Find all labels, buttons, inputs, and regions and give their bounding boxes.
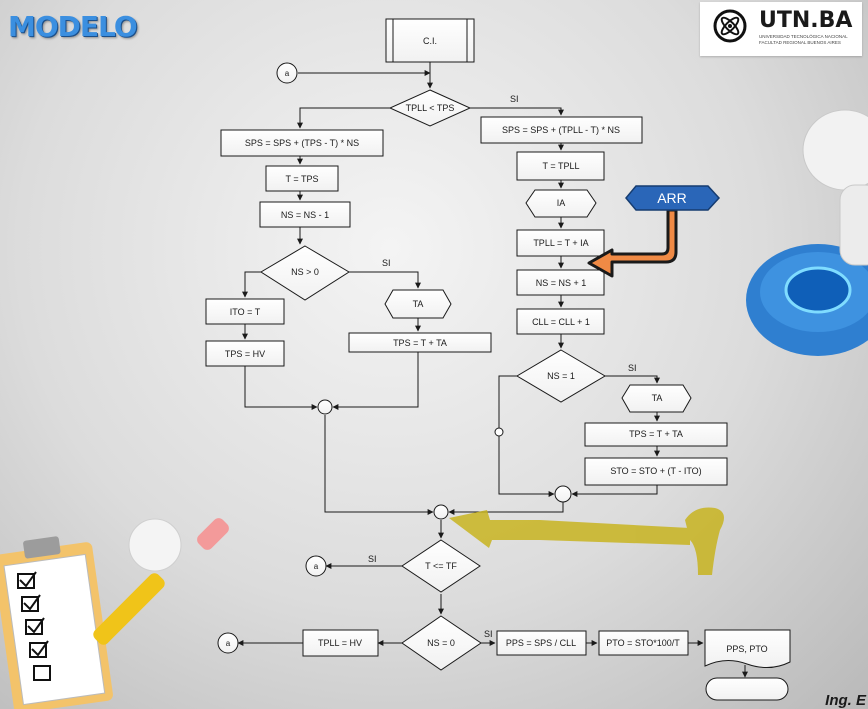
process-t-tpll — [516, 151, 605, 181]
process-ito — [205, 298, 285, 325]
text-connector-a-top: a — [285, 69, 290, 78]
text-connector-a-mid: a — [314, 562, 319, 571]
arr-label: ARR — [657, 190, 687, 206]
decision-tpll-tps — [388, 89, 472, 127]
process-ns-plus — [516, 269, 605, 296]
figure-right-decoration — [746, 109, 868, 356]
si-label-tf: SI — [368, 554, 377, 564]
arr-hexagon — [625, 185, 721, 211]
text-tpll-ia: TPLL = T + IA — [533, 238, 588, 248]
process-pto — [598, 630, 689, 656]
text-ns-plus: NS = NS + 1 — [536, 278, 587, 288]
text-ns-gt-0: NS > 0 — [291, 267, 319, 277]
process-sps-right — [480, 116, 643, 144]
process-ns-minus — [259, 201, 351, 228]
text-output: PPS, PTO — [726, 644, 767, 654]
si-label-ns-eq1: SI — [628, 363, 637, 373]
process-tps-ta-right — [584, 422, 728, 447]
process-t-tps — [265, 165, 339, 192]
yellow-hand-arrow — [449, 507, 724, 575]
logo-subtitle-line2: FACULTAD REGIONAL BUENOS AIRES — [759, 40, 841, 45]
text-pps: PPS = SPS / CLL — [506, 638, 576, 648]
text-t-le-tf: T <= TF — [425, 561, 457, 571]
hex-ta-left — [384, 289, 452, 319]
text-ta-right: TA — [652, 393, 663, 403]
text-t-tpll: T = TPLL — [543, 161, 580, 171]
text-tps-ta-right: TPS = T + TA — [629, 429, 683, 439]
text-connector-a-bottom: a — [226, 639, 231, 648]
connector-a-bottom — [217, 632, 239, 654]
text-tps-hv: TPS = HV — [225, 349, 265, 359]
junction-dot — [494, 427, 504, 437]
output-document — [704, 629, 791, 668]
text-ns-eq-1: NS = 1 — [547, 371, 575, 381]
connector-a-mid — [305, 555, 327, 577]
text-ito: ITO = T — [230, 307, 261, 317]
text-t-tps: T = TPS — [286, 174, 319, 184]
decision-ns-eq-1 — [516, 349, 606, 403]
text-ns-minus: NS = NS - 1 — [281, 210, 329, 220]
logo-name: UTN.BA — [759, 8, 853, 33]
logo-subtitle: UNIVERSIDAD TECNOLÓGICA NACIONAL FACULTA… — [759, 34, 859, 46]
atom-icon — [713, 9, 747, 43]
text-ci: C.I. — [423, 36, 437, 46]
orange-arrow — [587, 208, 678, 278]
page-title: MODELO — [8, 10, 138, 43]
text-pto: PTO = STO*100/T — [606, 638, 680, 648]
si-label-ns-gt: SI — [382, 258, 391, 268]
junction-main — [433, 504, 449, 520]
junction-right — [554, 485, 572, 503]
arr-annotation: ARR — [587, 185, 721, 278]
corner-text: Ing. E — [825, 692, 866, 709]
text-cll-plus: CLL = CLL + 1 — [532, 317, 590, 327]
hex-ta-right — [621, 384, 692, 413]
start-block — [385, 18, 475, 63]
si-label-tpll: SI — [510, 94, 519, 104]
text-ia: IA — [557, 198, 566, 208]
end-terminal — [705, 677, 789, 701]
process-tps-ta-left — [348, 332, 492, 353]
decision-t-le-tf — [401, 539, 481, 593]
text-sto: STO = STO + (T - ITO) — [610, 466, 701, 476]
process-tpll-hv — [302, 629, 379, 657]
process-cll-plus — [516, 308, 605, 335]
text-tps-ta-left: TPS = T + TA — [393, 338, 447, 348]
text-ta-left: TA — [413, 299, 424, 309]
process-tpll-ia — [516, 229, 605, 257]
text-tpll-lt-tps: TPLL < TPS — [406, 103, 455, 113]
hex-ia — [525, 189, 597, 218]
logo-subtitle-line1: UNIVERSIDAD TECNOLÓGICA NACIONAL — [759, 34, 848, 39]
utn-logo: UTN.BA UNIVERSIDAD TECNOLÓGICA NACIONAL … — [700, 2, 862, 56]
process-pps — [496, 630, 587, 656]
process-tps-hv — [205, 340, 285, 367]
text-sps-right: SPS = SPS + (TPLL - T) * NS — [502, 125, 620, 135]
connector-a-top — [276, 62, 298, 84]
text-tpll-hv: TPLL = HV — [318, 638, 362, 648]
process-sto — [584, 457, 728, 486]
text-ns-eq-0: NS = 0 — [427, 638, 455, 648]
decision-ns-eq-0 — [401, 615, 482, 671]
text-sps-left: SPS = SPS + (TPS - T) * NS — [245, 138, 359, 148]
si-label-ns-eq0: SI — [484, 629, 493, 639]
figure-left-decoration — [0, 518, 229, 709]
junction-left — [317, 399, 333, 415]
decision-ns-gt-0 — [260, 245, 350, 301]
process-sps-left — [220, 129, 384, 157]
